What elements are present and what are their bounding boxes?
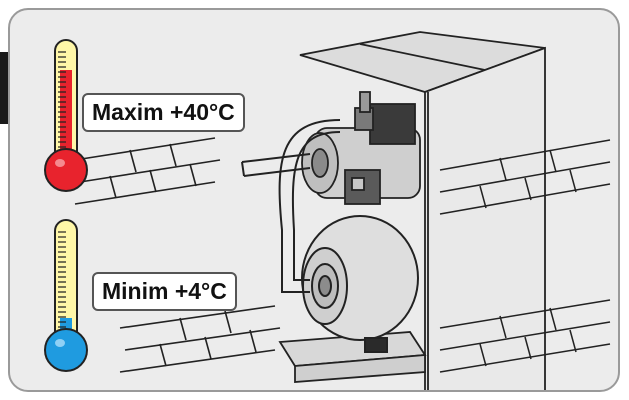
thermometer-cold-icon bbox=[44, 219, 88, 372]
min-temperature-label: Minim +4°C bbox=[92, 272, 237, 311]
max-temperature-label: Maxim +40°C bbox=[82, 93, 245, 132]
pressure-tank bbox=[301, 215, 419, 353]
brick-wall-left-upper bbox=[74, 137, 221, 205]
illustration-panel: Maxim +40°C Minim +4°C bbox=[8, 8, 620, 392]
side-tab bbox=[0, 52, 9, 124]
brick-wall-left-lower bbox=[119, 305, 281, 373]
pump-body bbox=[301, 91, 421, 205]
thermometer-hot-icon bbox=[44, 39, 88, 192]
brick-wall-right bbox=[439, 139, 611, 373]
pump-installation-illustration bbox=[44, 31, 611, 390]
cabinet bbox=[299, 31, 546, 390]
pipes bbox=[241, 119, 341, 293]
